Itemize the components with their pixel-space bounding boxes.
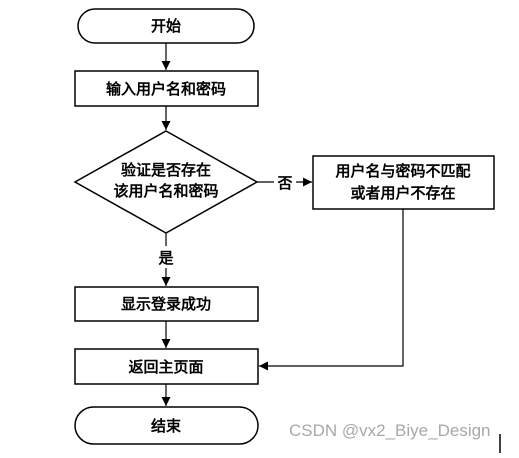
yes-label-bg [155, 246, 177, 268]
input-node [74, 70, 259, 107]
yes-label: 是 [157, 249, 174, 267]
start-label: 开始 [151, 17, 181, 35]
return-node [74, 348, 259, 385]
no-label-bg [274, 172, 296, 192]
watermark: CSDN @vx2_Biye_Design [289, 421, 491, 440]
error-node [312, 155, 495, 210]
success-node [74, 286, 259, 322]
arrow-error-to-return [259, 209, 404, 371]
decision-label-line1: 验证是否存在 [121, 161, 211, 179]
no-label: 否 [276, 174, 292, 192]
success-label: 显示登录成功 [121, 295, 211, 313]
input-label: 输入用户名和密码 [106, 80, 226, 98]
error-label-line1: 用户名与密码不匹配 [335, 162, 470, 180]
error-label-line2: 或者用户不存在 [350, 184, 455, 202]
end-node [74, 406, 259, 445]
end-label: 结束 [151, 417, 182, 435]
decision-label-line2: 该用户名和密码 [113, 182, 218, 200]
return-label: 返回主页面 [128, 358, 203, 376]
